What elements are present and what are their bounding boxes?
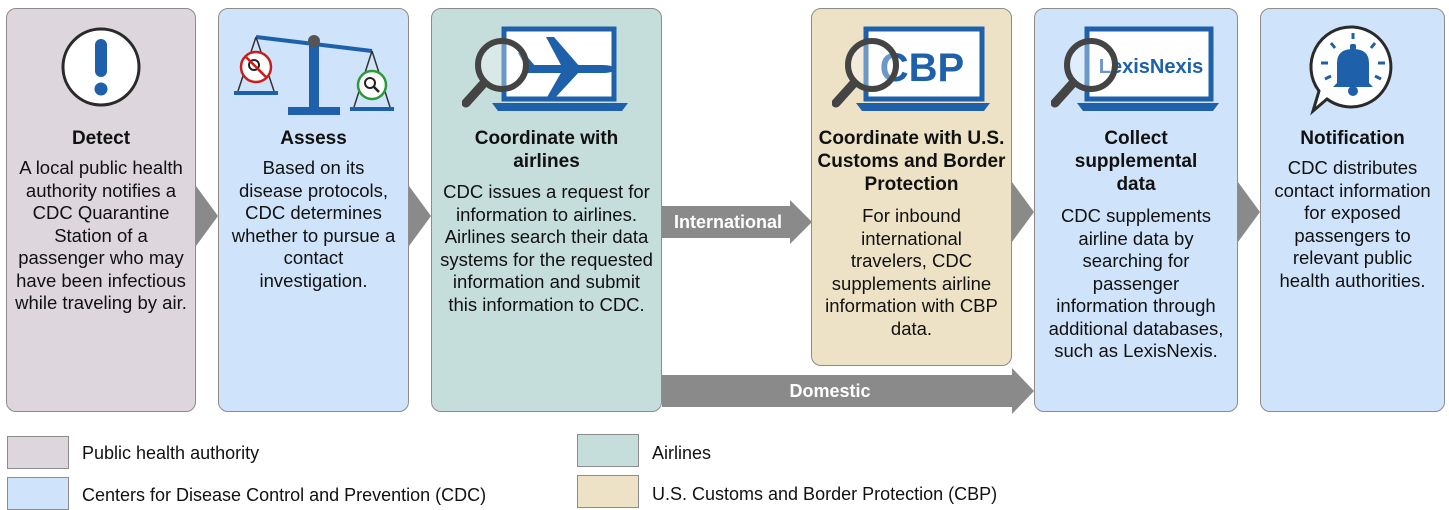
step-coordinate-cbp: CBP Coordinate with U.S. Customs and Bor… — [811, 8, 1012, 366]
laptop-airplane-icon — [432, 23, 661, 115]
chevron-arrow-2 — [409, 186, 431, 246]
step-detect: Detect A local public health authority n… — [6, 8, 196, 412]
domestic-label: Domestic — [789, 381, 871, 401]
legend-label-cbp: U.S. Customs and Border Protection (CBP) — [652, 484, 998, 504]
step-title: Detect — [71, 128, 131, 149]
laptop-lexisnexis-icon: LexisNexis — [1035, 23, 1237, 115]
step-coordinate-airlines: Coordinate with airlines CDC issues a re… — [431, 8, 662, 412]
lexisnexis-logo-text: LexisNexis — [1099, 56, 1204, 78]
legend-swatch-public-health — [7, 436, 69, 469]
step-description: CDC supplements airline data by searchin… — [1048, 205, 1224, 361]
exclamation-icon — [7, 25, 195, 117]
step-description: A local public health authority notifies… — [15, 157, 187, 313]
legend-label-airlines: Airlines — [652, 443, 712, 463]
legend-swatch-cdc — [7, 477, 69, 510]
laptop-cbp-icon: CBP — [812, 23, 1011, 115]
step-assess: Assess Based on its disease protocols, C… — [218, 8, 409, 412]
legend-label-public-health: Public health authority — [82, 443, 260, 463]
step-description: Based on its disease protocols, CDC dete… — [231, 157, 396, 291]
step-title: Collect supplemental data — [1074, 128, 1198, 195]
bell-icon — [1261, 21, 1444, 116]
step-title: Notification — [1300, 128, 1405, 149]
chevron-arrow-1 — [196, 186, 218, 246]
step-collect-supplemental: LexisNexis Collect supplemental data CDC… — [1034, 8, 1238, 412]
international-label: International — [673, 212, 782, 232]
chevron-arrow-5 — [1238, 182, 1260, 242]
chevron-arrow-4 — [1012, 182, 1034, 242]
step-title: Assess — [280, 128, 347, 149]
legend-swatch-cbp — [577, 475, 639, 508]
step-title: Coordinate with airlines — [474, 128, 619, 172]
step-notification: Notification CDC distributes contact inf… — [1260, 8, 1445, 412]
step-description: For inbound international travelers, CDC… — [825, 205, 998, 339]
legend-label-cdc: Centers for Disease Control and Preventi… — [82, 485, 487, 505]
domestic-arrow — [662, 368, 1034, 414]
step-description: CDC issues a request for information to … — [440, 181, 653, 315]
legend-swatch-airlines — [577, 434, 639, 467]
step-description: CDC distributes contact information for … — [1274, 157, 1431, 291]
scale-icon — [219, 19, 408, 115]
international-arrow — [662, 200, 812, 244]
step-title: Coordinate with U.S. Customs and Border … — [817, 128, 1006, 195]
